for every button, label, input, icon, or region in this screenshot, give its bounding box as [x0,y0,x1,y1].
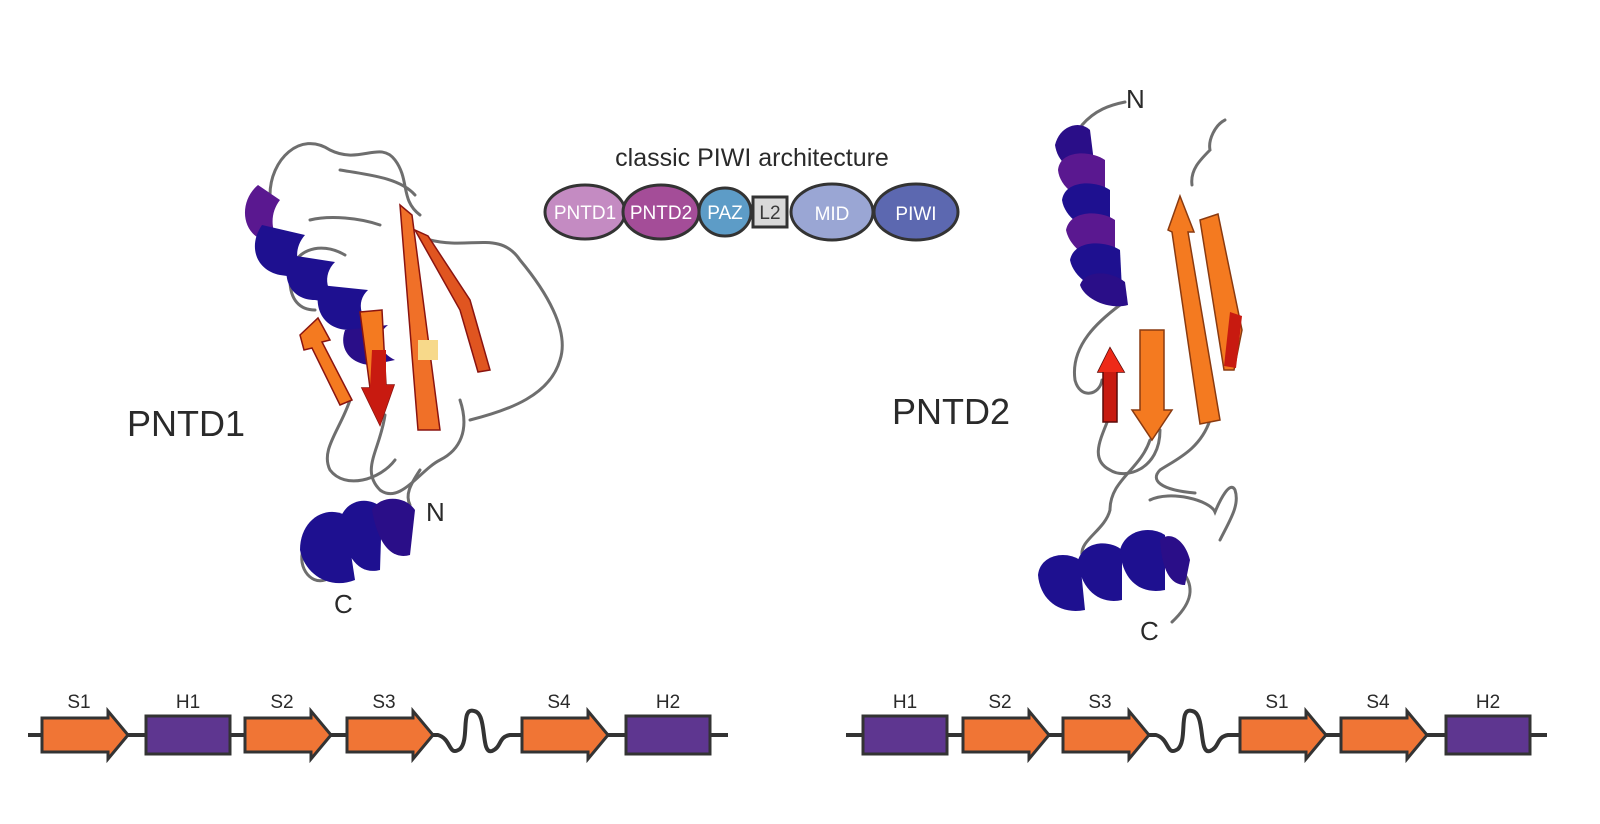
pntd1-c-terminus: C [334,589,353,619]
topology-label: S4 [547,692,571,713]
helix-box [861,714,949,756]
pntd1-coil [268,142,422,217]
pntd2-ribbon-structure: N C [1038,84,1243,646]
architecture-title: classic PIWI architecture [615,144,889,172]
pntd1-topology: S1 H1 S2 S3 S4 H2 [28,692,728,764]
pntd2-coil [1073,303,1122,395]
pntd2-c-terminus: C [1140,616,1159,646]
pntd1-strand-b-dark [362,350,394,425]
pntd1-strand-c [399,203,441,431]
pntd2-coil [1080,438,1152,557]
pntd2-helix-1 [1055,125,1128,307]
loop-coil [1154,708,1230,754]
domain-piwi-label: PIWI [895,204,936,225]
pntd1-title: PNTD1 [127,403,245,444]
pntd1-strand-a [299,316,354,406]
pntd2-strand-a-head [1098,348,1124,372]
topology-label: H1 [893,692,917,713]
pntd1-coil [406,468,422,507]
topology-label: H2 [656,692,680,713]
pntd1-helix-turn [340,500,382,571]
pntd2-coil [1096,418,1162,476]
topology-label: H2 [1476,692,1500,713]
loop-gap [438,729,510,741]
strand-arrow [243,706,333,764]
strand-arrow [1061,706,1151,764]
pntd1-helix-1 [244,185,395,365]
pntd1-n-terminus: N [426,497,445,527]
topology-label: H1 [176,692,200,713]
pntd2-topology: H1 S2 S3 S1 S4 H2 [846,692,1547,764]
topology-label: S4 [1366,692,1390,713]
pntd2-strand-b [1130,329,1174,442]
helix-box [1444,714,1532,756]
strand-arrow [345,706,435,764]
pntd1-strand-c-highlight [418,340,438,360]
domain-pntd1-label: PNTD1 [554,203,616,224]
pntd2-helix-turn [1038,555,1085,611]
pntd2-coil [1154,418,1212,495]
helix-box [144,714,232,756]
pntd1-coil [308,216,382,227]
domain-l2-label: L2 [759,203,780,224]
pntd2-coil [1148,486,1238,542]
pntd2-title: PNTD2 [892,391,1010,432]
domain-paz-shape [697,186,753,238]
topology-label: S2 [270,692,293,713]
pntd2-helix-turn [1160,536,1190,585]
topology-label: S3 [1088,692,1111,713]
domain-pntd2-label: PNTD2 [630,203,692,224]
pntd2-helix-2 [1038,530,1190,611]
domain-l2-shape [751,195,789,229]
loop-gap [1156,729,1228,741]
pntd1-coil [369,398,466,496]
pntd1-coils [268,142,564,583]
pntd2-helix-turn [1078,543,1122,601]
strand-arrow [961,706,1051,764]
topology-label: S3 [372,692,395,713]
topology-label: S1 [1265,692,1288,713]
pntd2-n-terminus: N [1126,84,1145,114]
pntd1-ribbon-structure: N C [244,142,564,619]
pntd1-helix-turn [244,185,290,250]
strand-arrow [40,706,130,764]
pntd1-strand-d [413,228,491,373]
pntd1-coil [338,168,417,197]
helix-box [624,714,712,756]
pntd2-coil [1190,118,1227,187]
strand-arrow [520,706,610,764]
topology-label: S2 [988,692,1011,713]
topology-label: S1 [67,692,90,713]
pntd2-helix-turn [1120,530,1165,591]
pntd1-helix-turn [300,511,355,584]
domain-piwi-shape [872,182,960,242]
loop-coil [436,708,512,754]
strand-arrow [1238,706,1328,764]
pntd1-coil [428,238,564,422]
pntd1-helix-2 [300,498,415,584]
domain-mid-label: MID [815,204,850,225]
pntd2-coil [1170,573,1192,624]
pntd2-coils [1073,100,1238,624]
pntd2-strand-c [1167,193,1221,425]
pntd2-helix-turn [1080,273,1128,307]
strand-arrow [1339,706,1429,764]
pntd1-helix-turn [372,498,415,556]
pntd2-strand-d-dark [1224,312,1242,368]
pntd2-coil [1080,100,1127,127]
pntd1-coil [325,398,397,483]
domain-paz-label: PAZ [707,203,743,224]
architecture-bar: PNTD1 PNTD2 PAZ L2 MID PIWI [543,182,960,242]
